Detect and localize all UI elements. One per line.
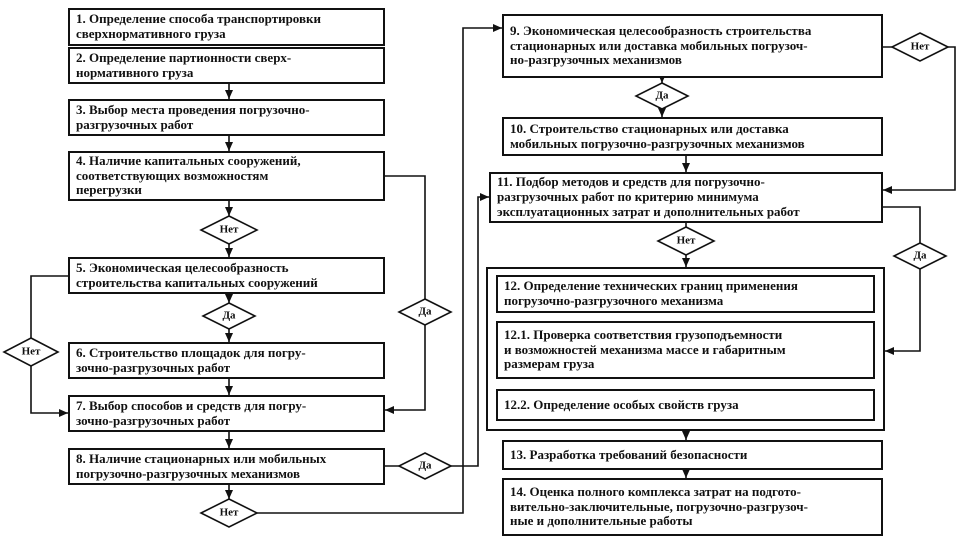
box-12: 12. Определение технических границ приме…: [496, 275, 875, 313]
diamond-no-left-of-6: [2, 337, 60, 367]
decision-label-yes-middle: Да: [418, 305, 432, 318]
box-7: 7. Выбор способов и средств для погру- з…: [68, 395, 385, 432]
box-4: 4. Наличие капитальных сооружений, соотв…: [68, 151, 385, 201]
box-12-2: 12.2. Определение особых свойств груза: [496, 389, 875, 421]
box-1: 1. Определение способа транспортировки с…: [68, 8, 385, 46]
decision-label-no-under-4: Нет: [219, 223, 239, 236]
diamond-yes-right-of-11: [892, 242, 948, 270]
decision-label-yes-under-9: Да: [655, 89, 669, 102]
decision-label-no-left-of-6: Нет: [21, 345, 41, 358]
decision-label-no-under-8: Нет: [219, 506, 239, 519]
box-3: 3. Выбор места проведения погрузочно- ра…: [68, 99, 385, 136]
diamond-no-under-8: [199, 498, 259, 528]
connector-lines: [30, 24, 956, 514]
box-14: 14. Оценка полного комплекса затрат на п…: [502, 478, 883, 536]
box-2: 2. Определение партионности сверх- норма…: [68, 47, 385, 84]
box-9: 9. Экономическая целесообразность строит…: [502, 14, 883, 78]
box-13: 13. Разработка требований безопасности: [502, 440, 883, 470]
box-6: 6. Строительство площадок для погру- зоч…: [68, 342, 385, 379]
diamond-yes-under-5: [201, 302, 257, 330]
decision-label-yes-right-of-11: Да: [913, 249, 927, 262]
box-12-1: 12.1. Проверка соответствия грузоподъемн…: [496, 321, 875, 379]
decision-label-yes-right-of-8: Да: [418, 459, 432, 472]
decision-diamonds: [2, 32, 950, 528]
diamond-no-under-11: [656, 226, 716, 256]
diamond-yes-middle: [397, 298, 453, 326]
box-11: 11. Подбор методов и средств для погрузо…: [489, 172, 883, 223]
diamond-no-right-of-9: [890, 32, 950, 62]
decision-label-no-right-of-9: Нет: [910, 40, 930, 53]
diamond-yes-under-9: [634, 82, 690, 110]
decision-label-yes-under-5: Да: [222, 309, 236, 322]
box-10: 10. Строительство стационарных или доста…: [502, 117, 883, 156]
diamond-no-under-4: [199, 215, 259, 245]
diamond-yes-right-of-8: [397, 452, 453, 480]
decision-label-no-under-11: Нет: [676, 234, 696, 247]
box-5: 5. Экономическая целесообразность строит…: [68, 257, 385, 294]
box-8: 8. Наличие стационарных или мобильных по…: [68, 448, 385, 485]
